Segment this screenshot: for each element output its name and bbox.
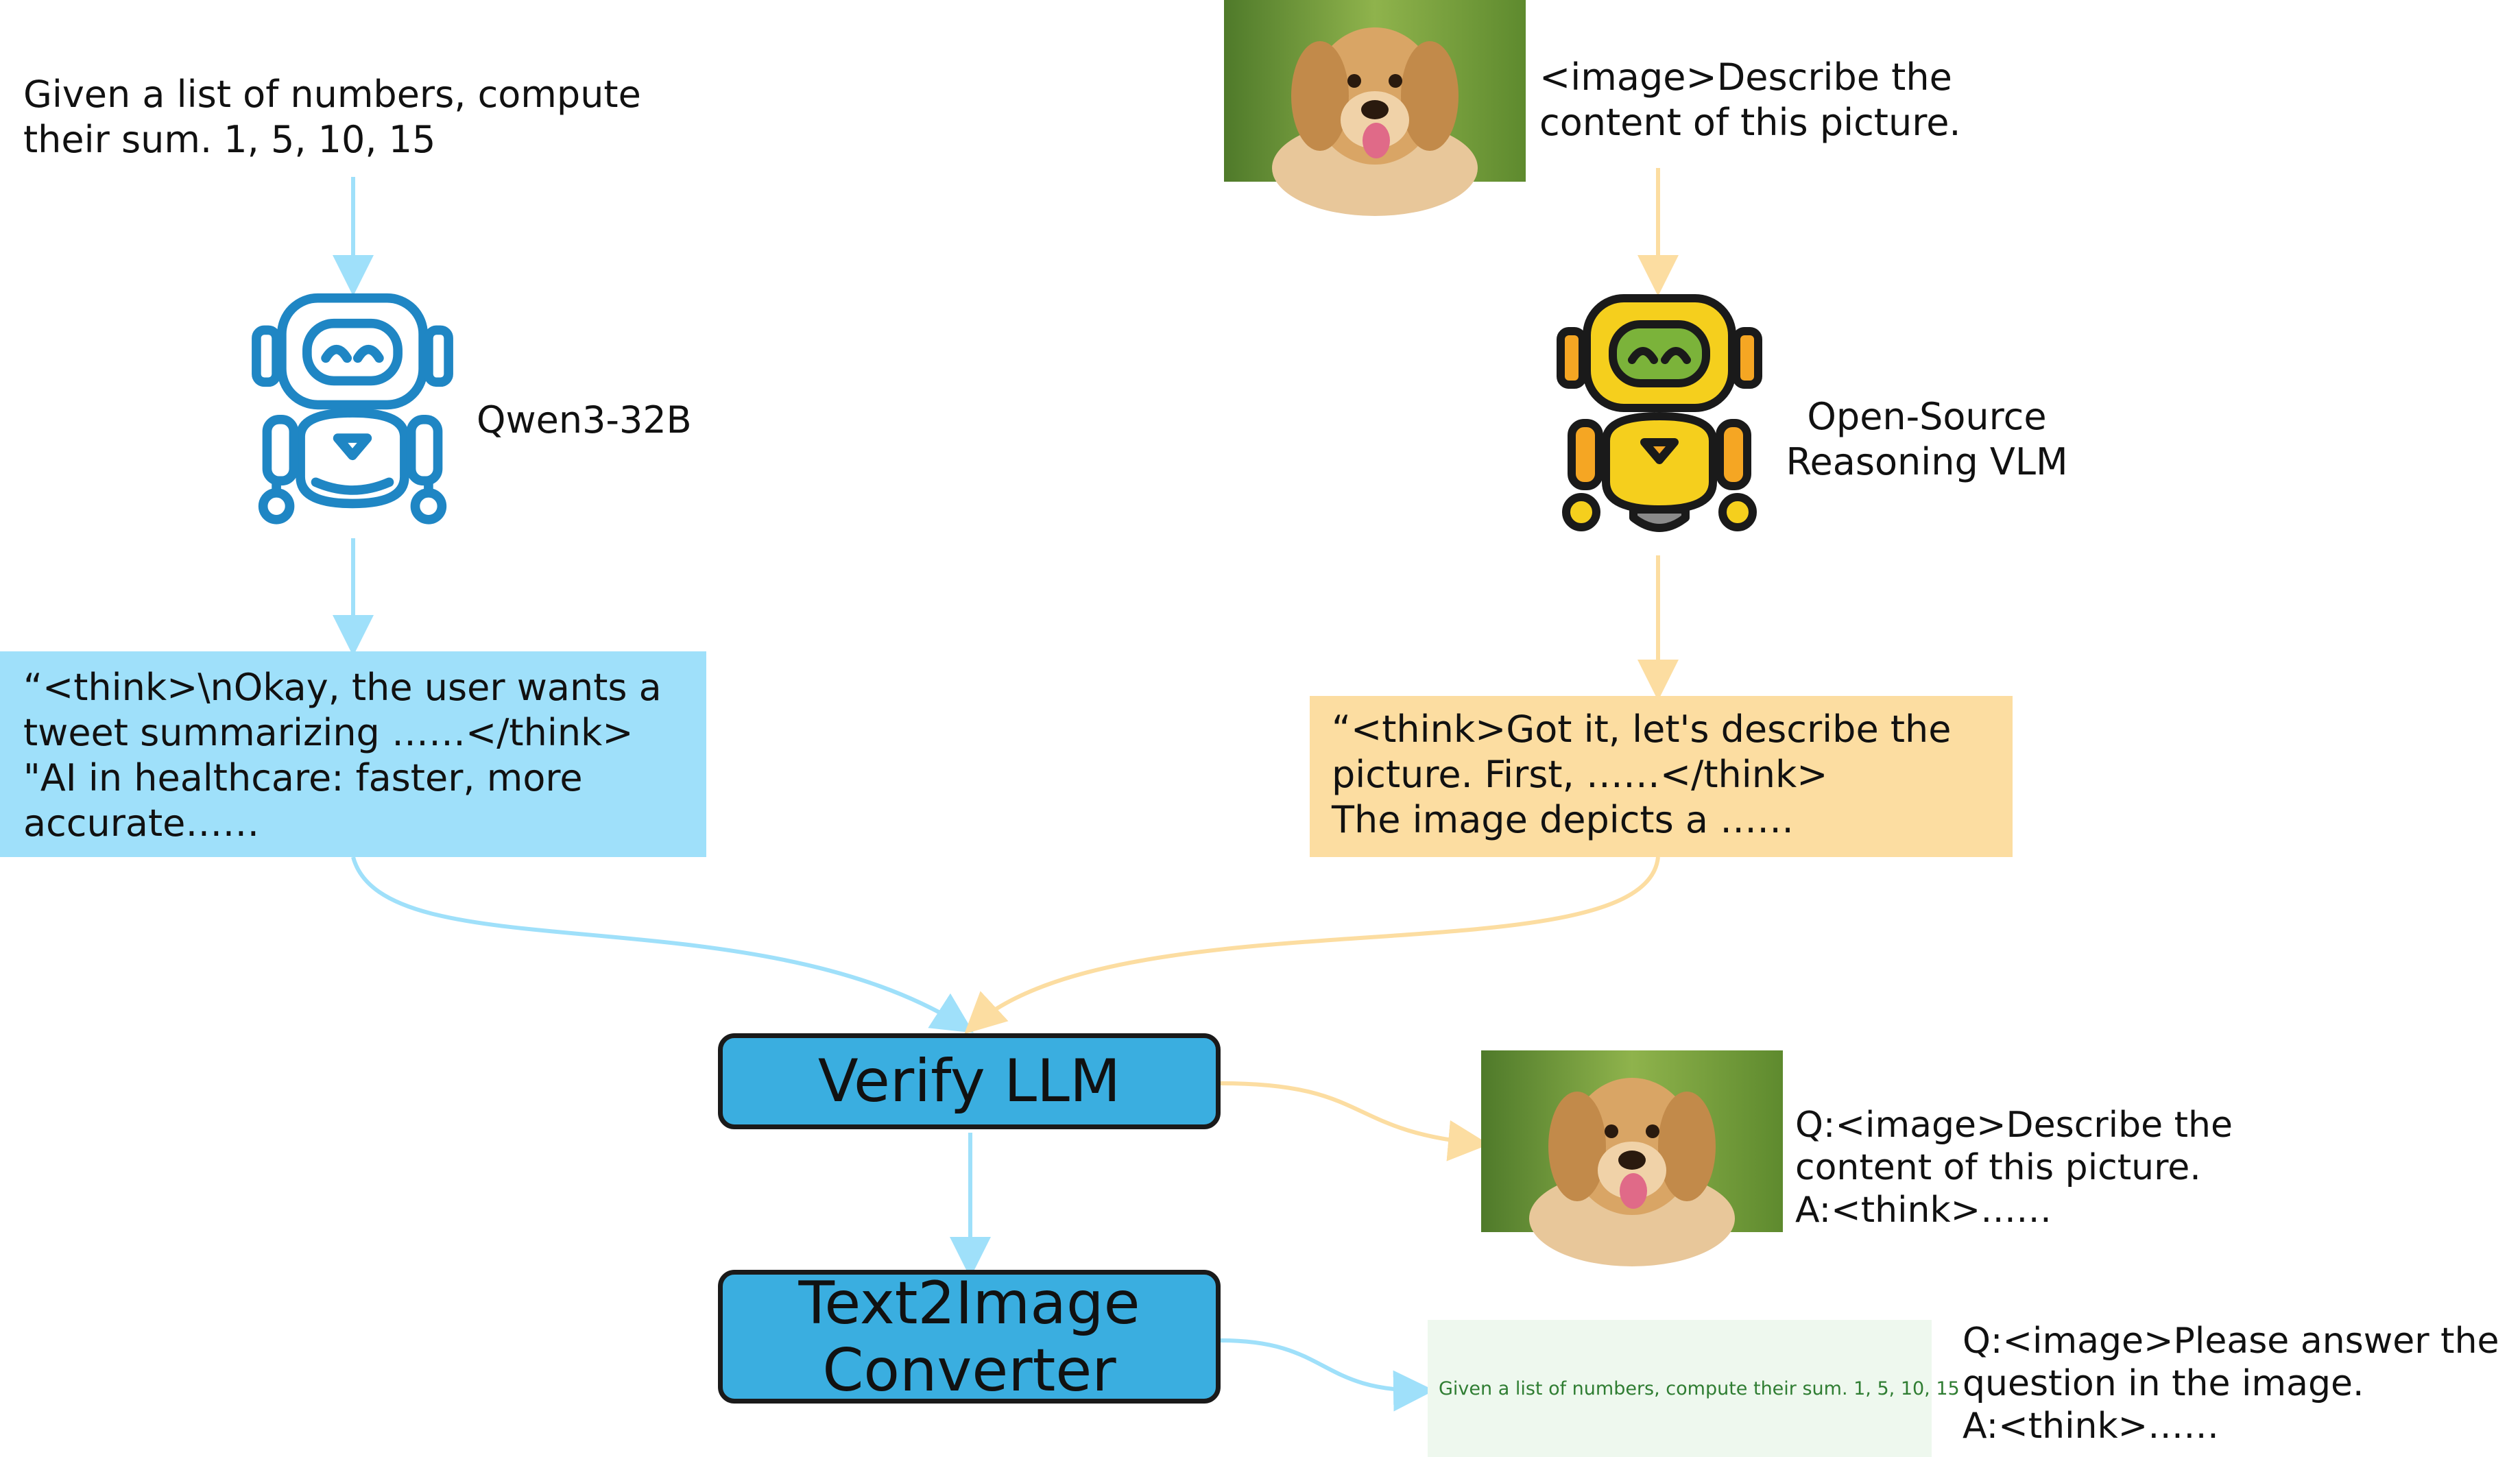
text-qa-text: Q:<image>Please answer the question in t…	[1963, 1321, 2499, 1447]
verify-llm-node: Verify LLM	[718, 1033, 1221, 1129]
dog-photo	[1224, 0, 1526, 216]
arrow-verify-to-image-qa	[1220, 1081, 1489, 1161]
yellow-robot-icon	[1557, 291, 1762, 545]
image-qa-text: Q:<image>Describe the content of this pi…	[1795, 1105, 2233, 1231]
blue-robot-icon	[252, 291, 453, 538]
left-output-box: “<think>\nOkay, the user wants a tweet s…	[0, 651, 706, 857]
right-input-text: <image>Describe the content of this pict…	[1539, 56, 1961, 144]
arrow-converter-to-text-image	[1220, 1338, 1435, 1412]
arrow-right-output-to-verify	[964, 856, 1660, 1035]
text2image-converter-node: Text2Image Converter	[718, 1270, 1221, 1404]
left-input-text: Given a list of numbers, compute their s…	[23, 73, 641, 161]
right-output-box: “<think>Got it, let's describe the pictu…	[1310, 696, 2013, 857]
qwen-model-label: Qwen3-32B	[477, 398, 692, 442]
dog-photo-output	[1481, 1050, 1783, 1266]
vlm-model-label: Open-Source Reasoning VLM	[1786, 395, 2068, 483]
rendered-text-image: Given a list of numbers, compute their s…	[1428, 1320, 1960, 1457]
arrow-left-output-to-verify	[351, 856, 974, 1033]
